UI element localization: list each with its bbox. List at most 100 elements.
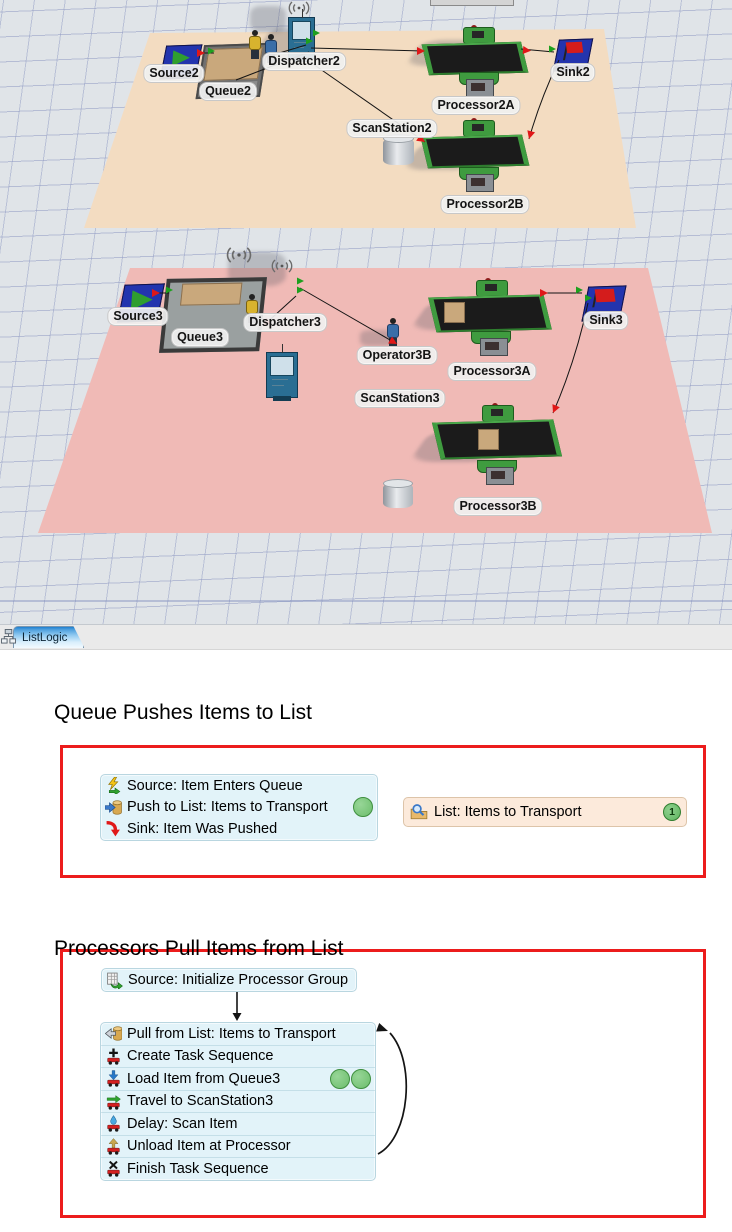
operator-head [252, 30, 258, 36]
green-token [353, 797, 373, 818]
travel-icon [105, 1093, 122, 1110]
label-processor3a: Processor3A [447, 362, 537, 381]
dispatcher3-base [273, 396, 291, 401]
create-ts-icon [105, 1048, 122, 1065]
label-processor3b: Processor3B [453, 497, 543, 516]
list-content-badge: 1 [663, 803, 681, 821]
activity-row-pull-from-list-items-to-transport[interactable]: Pull from List: Items to Transport [101, 1023, 375, 1045]
operator3b-shadow [360, 330, 394, 346]
push-to-list-icon [104, 799, 122, 816]
radio-waves-icon [271, 259, 293, 273]
activity-row-push-to-list-items-to-transport[interactable]: Push to List: Items to Transport [101, 797, 377, 819]
processor3a-object[interactable] [428, 278, 552, 356]
activity-label: Pull from List: Items to Transport [127, 1025, 336, 1042]
label-sink2: Sink2 [550, 63, 596, 82]
operator-head [249, 294, 255, 300]
source-table-icon [106, 972, 123, 990]
flow-item-box [478, 429, 499, 450]
list-block-label: List: Items to Transport [434, 804, 582, 820]
activity-label: Push to List: Items to Transport [127, 799, 328, 816]
activity-label: Create Task Sequence [127, 1048, 274, 1065]
dispatcher2-screen [292, 21, 311, 40]
label-scanstation2: ScanStation2 [346, 119, 438, 138]
label-operator3b: Operator3B [356, 346, 438, 365]
flow-item-box [444, 302, 465, 323]
view-tab-bar: ListLogic [0, 624, 732, 650]
activity-row-sink-item-was-pushed[interactable]: Sink: Item Was Pushed [101, 818, 377, 840]
dispatcher2-antenna [301, 9, 303, 18]
operator2a-figure[interactable] [248, 30, 262, 59]
token-indicator [353, 797, 373, 818]
processor2b-object[interactable] [420, 118, 530, 192]
dispatcher3-screen [270, 356, 294, 377]
unload-icon [105, 1137, 122, 1155]
green-token [330, 1068, 350, 1089]
activity-row-create-task-sequence[interactable]: Create Task Sequence [101, 1044, 375, 1068]
activity-row-finish-task-sequence[interactable]: Finish Task Sequence [101, 1157, 375, 1180]
radio-waves-icon [288, 1, 310, 15]
dispatcher3-panel-line [272, 379, 288, 380]
label-dispatcher2: Dispatcher2 [262, 52, 346, 71]
label-source3: Source3 [107, 307, 169, 326]
operator-head [268, 34, 274, 40]
pull-from-list-icon [104, 1025, 123, 1042]
activity-label: Sink: Item Was Pushed [127, 820, 278, 837]
sink-icon [105, 820, 122, 837]
radio-waves-icon [226, 247, 252, 263]
tab-listlogic[interactable]: ListLogic [13, 626, 84, 648]
label-scanstation3: ScanStation3 [354, 389, 446, 408]
activity-label: Unload Item at Processor [127, 1138, 291, 1155]
activity-row-delay-scan-item[interactable]: Delay: Scan Item [101, 1112, 375, 1135]
operator-legs [251, 50, 259, 59]
label-processor2a: Processor2A [431, 96, 521, 115]
section1-container[interactable] [60, 745, 706, 878]
section2-title: Processors Pull Items from List [54, 937, 344, 960]
label-dispatcher3: Dispatcher3 [243, 313, 327, 332]
source-block-label: Source: Initialize Processor Group [128, 972, 349, 988]
activity-row-source-item-enters-queue[interactable]: Source: Item Enters Queue [101, 775, 377, 797]
source-initialize-block[interactable]: Source: Initialize Processor Group [101, 968, 358, 992]
activity-row-travel-to-scanstation3[interactable]: Travel to ScanStation3 [101, 1089, 375, 1113]
processor-control-box [479, 338, 508, 356]
activity-label: Delay: Scan Item [127, 1115, 238, 1132]
grid-major-line [0, 600, 732, 602]
processor-control-box [486, 467, 515, 485]
flowchart-icon [1, 629, 16, 644]
processor-control-box [465, 174, 494, 192]
finish-ts-icon [105, 1160, 122, 1177]
process-flow-view[interactable]: Queue Pushes Items to List Source: Item … [0, 649, 732, 1232]
scanstation3-object[interactable] [383, 479, 413, 508]
section2-container[interactable] [60, 949, 706, 1218]
list-items-to-transport-block[interactable]: List: Items to Transport 1 [403, 797, 687, 827]
clipped-object-top [430, 0, 514, 6]
processor2a-object[interactable] [421, 25, 529, 97]
activity-label: Source: Item Enters Queue [127, 777, 303, 794]
processor3b-object[interactable] [431, 403, 563, 485]
antenna-shadow [250, 6, 286, 32]
dispatcher3-panel-line2 [272, 385, 284, 386]
activity-row-unload-item-at-processor[interactable]: Unload Item at Processor [101, 1134, 375, 1158]
activity-row-load-item-from-queue3[interactable]: Load Item from Queue3 [101, 1067, 375, 1090]
load-icon [105, 1070, 122, 1087]
label-sink3: Sink3 [583, 311, 629, 330]
source-event-icon [105, 776, 122, 796]
section1-title: Queue Pushes Items to List [54, 701, 312, 724]
dispatcher2-panel-line [294, 42, 308, 43]
tab-listlogic-label: ListLogic [22, 631, 68, 644]
label-queue2: Queue2 [199, 82, 257, 101]
list-search-icon [410, 803, 428, 821]
dispatcher3-object[interactable] [266, 344, 298, 401]
label-queue3: Queue3 [171, 328, 229, 347]
operator-torso [387, 324, 399, 338]
green-token [351, 1068, 371, 1089]
label-processor2b: Processor2B [440, 195, 530, 214]
activity-label: Travel to ScanStation3 [127, 1093, 274, 1110]
operator-head [390, 318, 396, 324]
activity-label: Load Item from Queue3 [127, 1070, 281, 1087]
token-indicator [330, 1068, 371, 1089]
delay-icon [105, 1115, 122, 1132]
